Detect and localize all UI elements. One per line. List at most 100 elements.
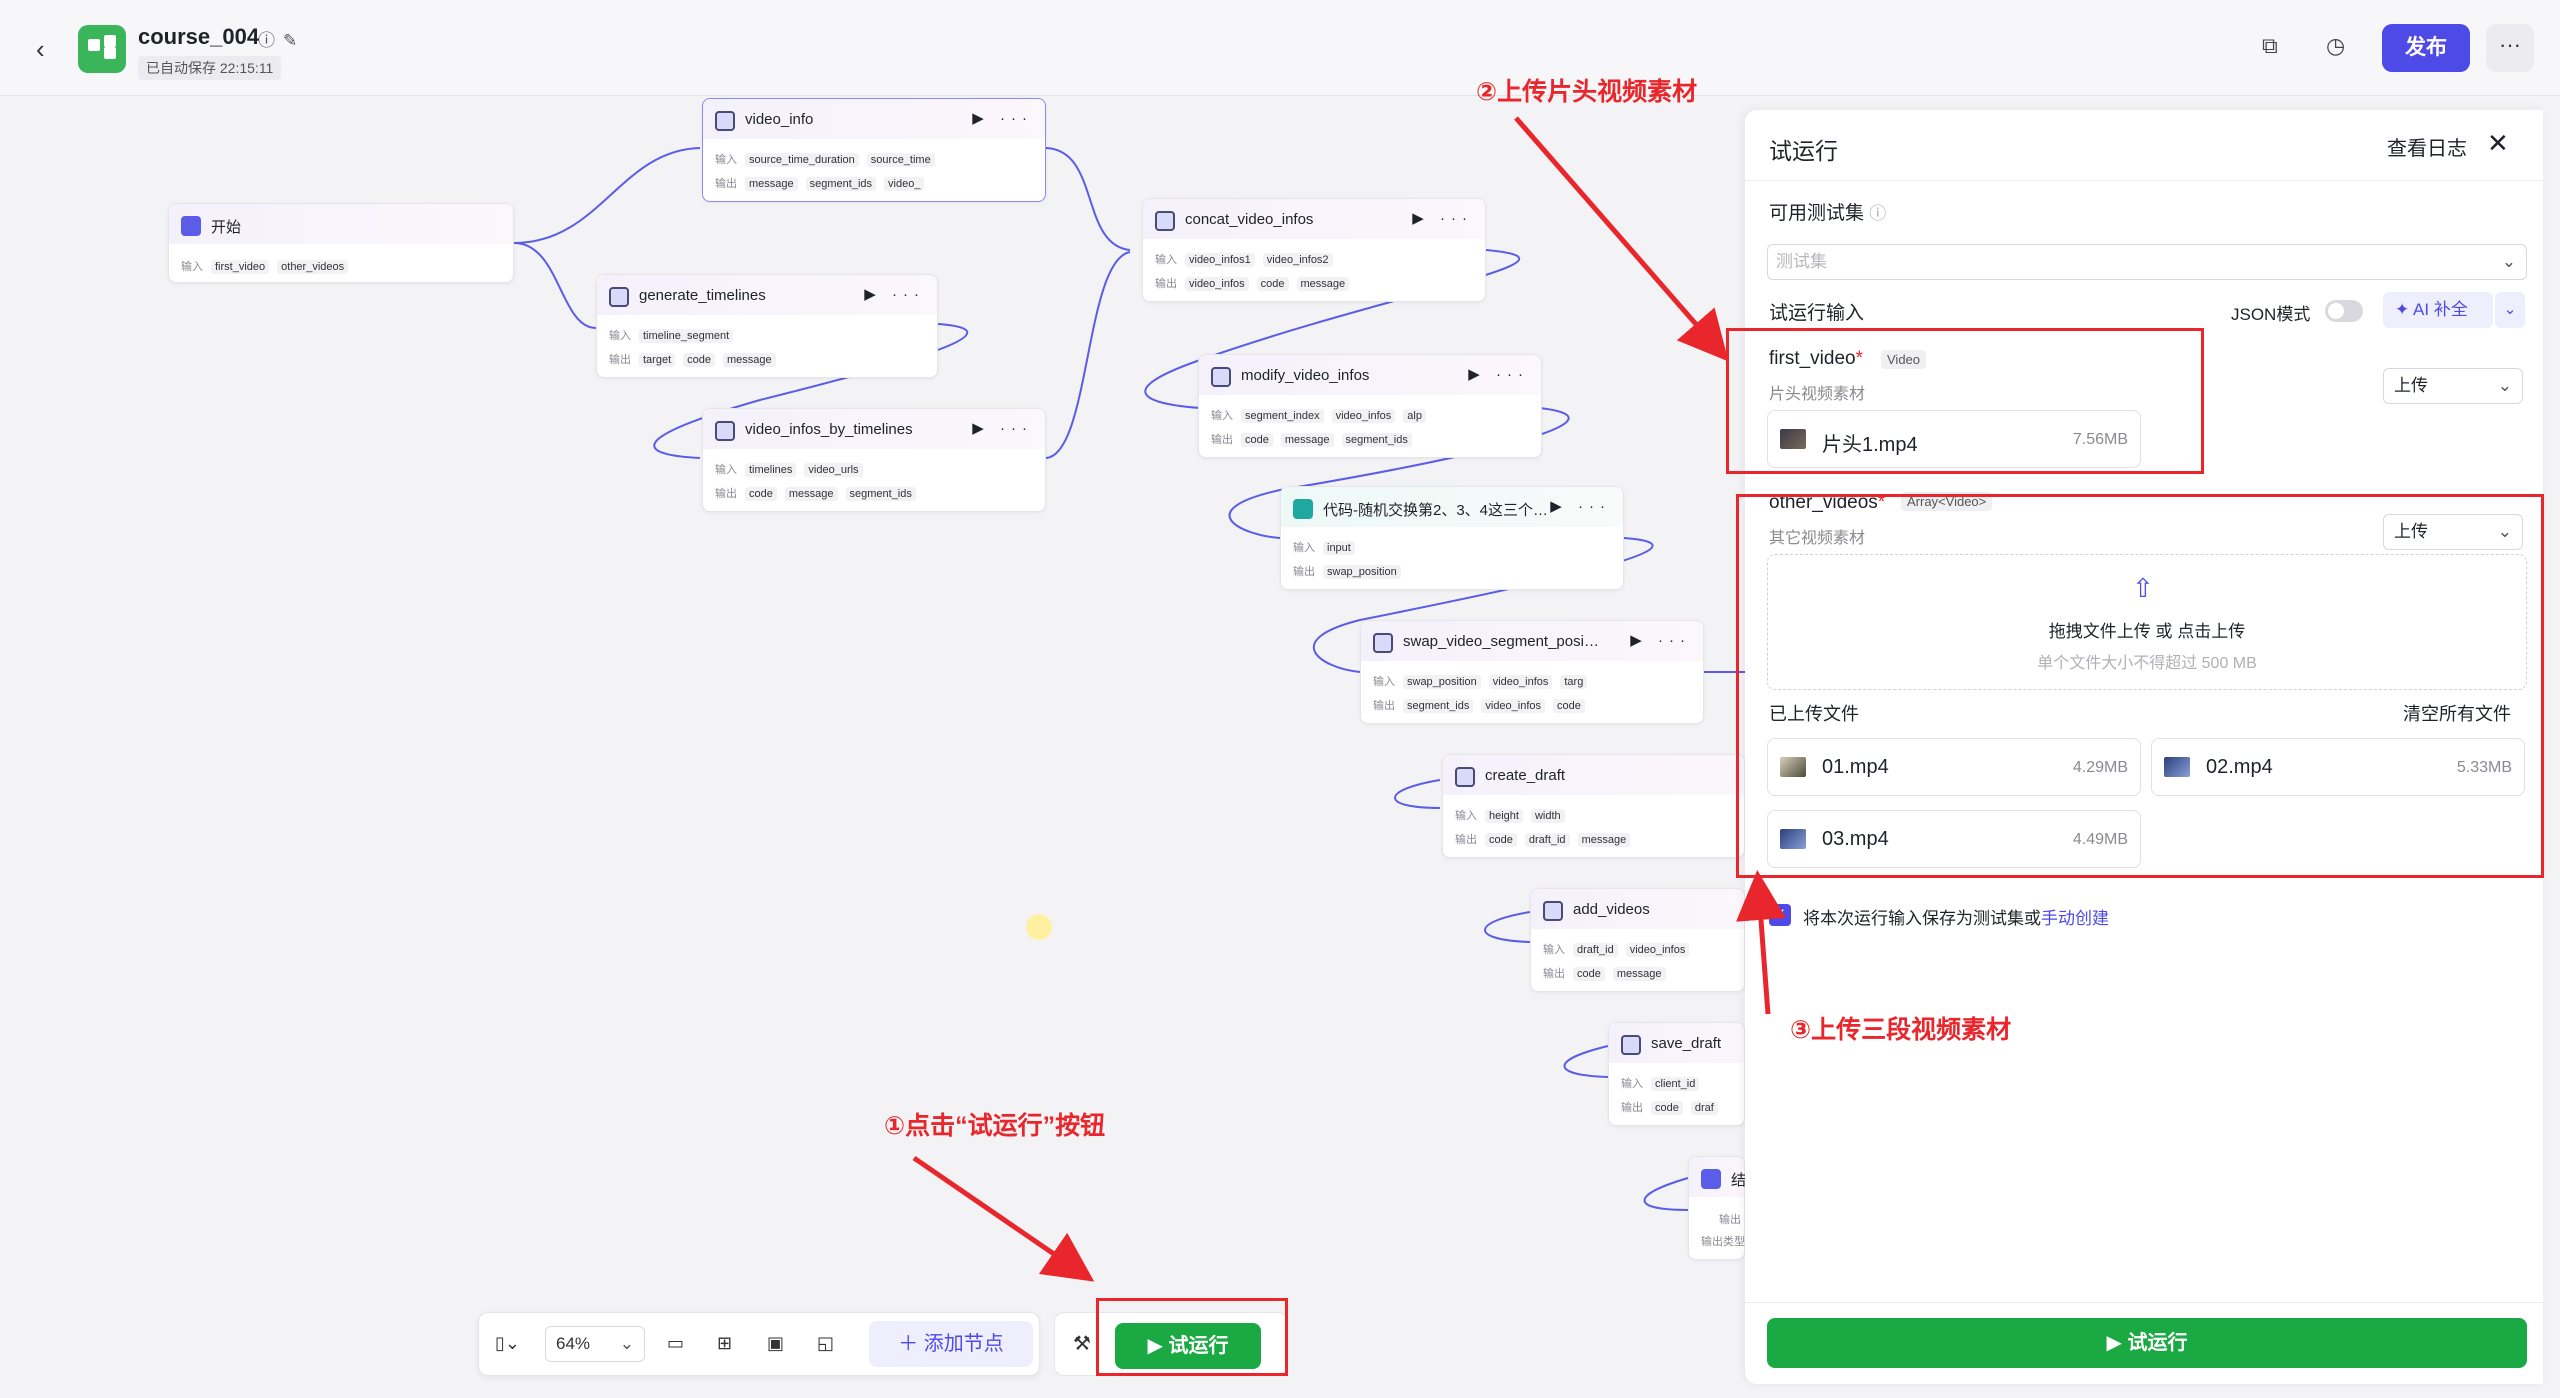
node-title: create_draft bbox=[1485, 767, 1566, 784]
json-mode-toggle[interactable] bbox=[2325, 300, 2363, 322]
file-card[interactable]: 片头1.mp4 7.56MB bbox=[1767, 410, 2141, 468]
edit-icon[interactable]: ✎ bbox=[283, 31, 306, 50]
plugin-icon bbox=[715, 111, 735, 131]
ai-fill-dropdown[interactable]: ⌄ bbox=[2495, 292, 2525, 328]
node-controls[interactable]: ▶ ··· bbox=[864, 286, 925, 303]
plugin-icon bbox=[715, 421, 735, 441]
file-card[interactable]: 01.mp4 4.29MB bbox=[1767, 738, 2141, 796]
testset-select[interactable]: 测试集⌄ bbox=[1767, 244, 2527, 280]
video-thumbnail bbox=[1780, 829, 1806, 849]
image-icon[interactable]: ▣ bbox=[767, 1333, 785, 1353]
node-controls[interactable]: ▶ ··· bbox=[1468, 366, 1529, 383]
run-input-label: 试运行输入 bbox=[1769, 303, 1865, 324]
publish-button[interactable]: 发布 bbox=[2382, 24, 2470, 72]
minimap-icon[interactable]: ◱ bbox=[817, 1333, 835, 1353]
edge bbox=[1394, 779, 1441, 809]
mouse-mode-icon[interactable]: ▯⌄ bbox=[495, 1333, 520, 1353]
workflow-title: course_004 bbox=[138, 24, 260, 49]
plugin-icon bbox=[1621, 1035, 1641, 1055]
edge bbox=[1643, 1177, 1689, 1211]
node-title: modify_video_infos bbox=[1241, 367, 1370, 384]
node-title: 代码-随机交换第2、3、4这三个… bbox=[1323, 502, 1549, 519]
autosave-status: 已自动保存 22:15:11 bbox=[138, 56, 282, 80]
node-title: generate_timelines bbox=[639, 287, 766, 304]
edge bbox=[1312, 537, 1654, 673]
top-bar: ‹ course_004 ⓘ✎ 已自动保存 22:15:11 ⧉ ◷ 发布 ··… bbox=[0, 0, 2560, 96]
more-button[interactable]: ··· bbox=[2486, 24, 2534, 72]
node-controls[interactable]: ▶ ··· bbox=[1630, 632, 1691, 649]
node-controls[interactable]: ▶ ··· bbox=[1550, 498, 1611, 515]
close-icon[interactable]: ✕ bbox=[2487, 128, 2509, 158]
upload-dropzone[interactable]: ⇧ 拖拽文件上传 或 点击上传 单个文件大小不得超过 500 MB bbox=[1767, 554, 2527, 690]
back-icon[interactable]: ‹ bbox=[36, 34, 45, 64]
info-icon[interactable]: ⓘ bbox=[258, 31, 283, 50]
annotation-step1: ①点击“试运行”按钮 bbox=[884, 1112, 1106, 1140]
edge bbox=[1563, 1045, 1609, 1078]
save-testset-text: 将本次运行输入保存为测试集或手动创建 bbox=[1803, 909, 2109, 928]
copy-icon[interactable]: ⧉ bbox=[2262, 33, 2278, 58]
file-card[interactable]: 03.mp4 4.49MB bbox=[1767, 810, 2141, 868]
video-thumbnail bbox=[2164, 757, 2190, 777]
highlight-box-run bbox=[1096, 1298, 1288, 1376]
comment-icon[interactable]: ▭ bbox=[667, 1333, 685, 1353]
node-title: save_draft bbox=[1651, 1035, 1722, 1052]
node-controls[interactable]: ▶ ··· bbox=[1412, 210, 1473, 227]
video-thumbnail bbox=[1780, 757, 1806, 777]
test-run-button[interactable]: ▶ 试运行 bbox=[1115, 1323, 1261, 1369]
layout-icon[interactable]: ⊞ bbox=[717, 1333, 733, 1353]
cursor-indicator bbox=[1026, 914, 1052, 940]
ai-fill-button[interactable]: ✦ AI 补全 bbox=[2383, 292, 2493, 328]
end-icon bbox=[1701, 1169, 1721, 1189]
file-card[interactable]: 02.mp4 5.33MB bbox=[2151, 738, 2525, 796]
plugin-icon bbox=[1155, 211, 1175, 231]
run-toolbar: ⚒ ▶ 试运行 bbox=[1054, 1312, 1288, 1376]
annotation-step3: ③上传三段视频素材 bbox=[1790, 1016, 2012, 1044]
history-icon[interactable]: ◷ bbox=[2326, 33, 2346, 58]
node-title: swap_video_segment_posi… bbox=[1403, 633, 1599, 650]
wrench-icon[interactable]: ⚒ bbox=[1073, 1333, 1091, 1355]
panel-run-button[interactable]: ▶ 试运行 bbox=[1767, 1318, 2527, 1368]
type-badge: Video bbox=[1881, 350, 1927, 369]
annotation-step2: ②上传片头视频素材 bbox=[1476, 78, 1698, 106]
view-log-link[interactable]: 查看日志 bbox=[2387, 138, 2467, 160]
edge bbox=[513, 147, 701, 244]
first-video-label: first_video* bbox=[1769, 348, 1864, 369]
plugin-icon bbox=[1373, 633, 1393, 653]
node-controls[interactable]: ▶ ··· bbox=[972, 420, 1033, 437]
node-controls[interactable]: ▶ ··· bbox=[972, 110, 1033, 127]
code-icon bbox=[1293, 499, 1313, 519]
upload-icon: ⇧ bbox=[2132, 573, 2154, 603]
other-videos-mode-select[interactable]: 上传⌄ bbox=[2383, 514, 2523, 550]
add-node-button[interactable]: ＋ 添加节点 bbox=[869, 1321, 1033, 1367]
highlight-box-first-video bbox=[1726, 328, 2204, 474]
first-video-mode-select[interactable]: 上传⌄ bbox=[2383, 368, 2523, 404]
info-icon: ⓘ bbox=[1869, 204, 1887, 223]
other-videos-label: other_videos* bbox=[1769, 492, 1886, 513]
highlight-box-other-videos bbox=[1736, 494, 2544, 878]
test-run-panel: 试运行 查看日志 ✕ 可用测试集 ⓘ 测试集⌄ 试运行输入 JSON模式 ✦ A… bbox=[1745, 110, 2543, 1384]
other-videos-desc: 其它视频素材 bbox=[1769, 530, 1866, 547]
start-icon bbox=[181, 216, 201, 236]
app-logo bbox=[78, 25, 126, 73]
node-end[interactable]: 结 输出 输出类型 bbox=[1688, 1156, 1746, 1260]
clear-all-link[interactable]: 清空所有文件 bbox=[2403, 704, 2511, 724]
save-testset-checkbox[interactable]: ✓ bbox=[1769, 904, 1791, 926]
workflow-edges bbox=[513, 147, 1745, 1211]
manual-create-link[interactable]: 手动创建 bbox=[2041, 909, 2109, 928]
zoom-select[interactable]: 64%⌄ bbox=[545, 1326, 645, 1362]
testset-label: 可用测试集 ⓘ bbox=[1769, 203, 1887, 224]
edge bbox=[1045, 251, 1131, 459]
node-title: add_videos bbox=[1573, 901, 1650, 918]
canvas-toolbar: ▯⌄ 64%⌄ ▭ ⊞ ▣ ◱ ＋ 添加节点 bbox=[478, 1312, 1040, 1376]
